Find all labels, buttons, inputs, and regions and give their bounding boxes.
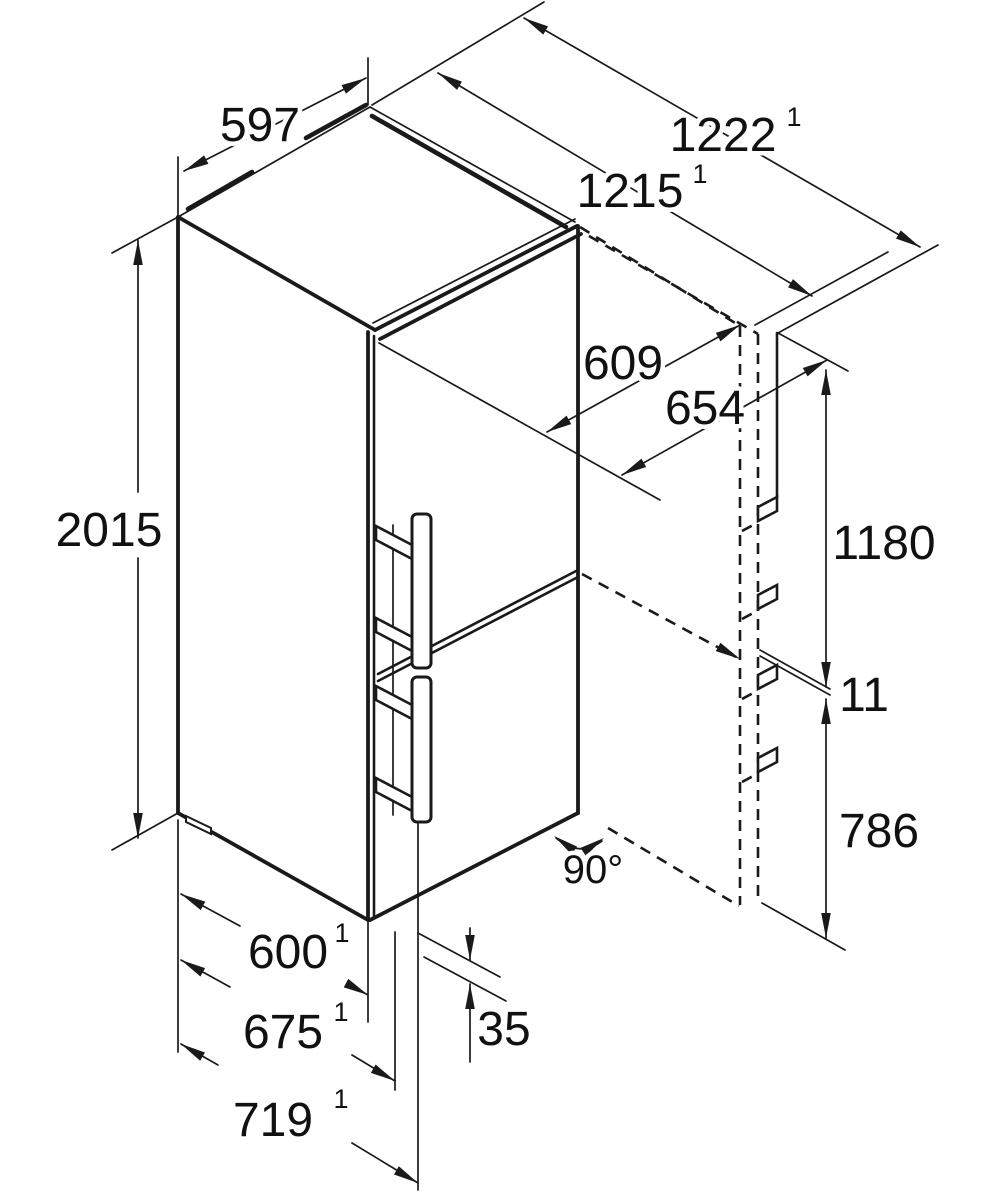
dim-2015-label: 2015 xyxy=(56,504,163,557)
arrowhead xyxy=(465,935,475,960)
arrowhead xyxy=(802,360,827,377)
dim-1222-label: 1222 xyxy=(670,109,777,162)
dim-600-sup: 1 xyxy=(334,918,349,948)
arrowhead xyxy=(181,894,206,911)
arrowhead xyxy=(821,913,831,938)
open-door-outline xyxy=(579,225,831,908)
arrowhead xyxy=(895,230,920,247)
dim-786-label: 786 xyxy=(839,805,919,858)
dim-1180-label: 1180 xyxy=(832,517,935,570)
dim-90deg-label: 90° xyxy=(563,848,624,892)
arrowhead xyxy=(524,18,549,35)
fridge-cabinet xyxy=(176,102,583,922)
arrowhead xyxy=(343,978,368,995)
dim-609-label: 609 xyxy=(583,337,663,390)
arrowhead xyxy=(715,325,740,342)
extension-lines xyxy=(111,1,939,1191)
dim-719-sup: 1 xyxy=(333,1084,348,1114)
dim-1222-sup: 1 xyxy=(786,102,801,132)
arrowhead xyxy=(821,662,831,687)
arrowhead xyxy=(181,960,206,977)
dim-675-sup: 1 xyxy=(333,997,348,1027)
arrowhead xyxy=(370,1064,395,1081)
arrowhead xyxy=(341,78,366,94)
arrowhead xyxy=(821,699,831,724)
arrowhead xyxy=(181,1044,205,1061)
dim-654-label: 654 xyxy=(665,382,745,435)
arrowhead xyxy=(821,370,831,395)
fridge-door-handles xyxy=(374,512,433,824)
arrowhead xyxy=(622,458,647,475)
dim-719-label: 719 xyxy=(233,1094,313,1147)
arrowhead xyxy=(788,279,812,296)
arrowhead xyxy=(715,642,740,659)
arrowhead xyxy=(184,155,209,171)
dim-675-label: 675 xyxy=(243,1006,323,1059)
arrowhead xyxy=(133,813,143,838)
dimension-labels: 597 1222 1 1215 1 609 654 2015 1180 11 7… xyxy=(51,95,940,1152)
dim-1215-label: 1215 xyxy=(577,165,684,218)
dim-600-label: 600 xyxy=(248,926,328,979)
arrowhead xyxy=(394,1166,418,1183)
dim-597-label: 597 xyxy=(220,99,300,152)
arrowhead xyxy=(438,73,462,90)
dim-11-label: 11 xyxy=(839,669,889,722)
base-vent-detail xyxy=(185,814,212,836)
dimension-arrowheads xyxy=(133,18,920,1183)
arrowhead xyxy=(580,838,604,856)
arrowhead xyxy=(554,836,578,855)
arrowhead xyxy=(547,415,572,432)
dim-35-label: 35 xyxy=(477,1003,530,1056)
arrowhead xyxy=(133,240,143,265)
arrowhead xyxy=(465,984,475,1009)
dim-1215-sup: 1 xyxy=(692,159,707,189)
